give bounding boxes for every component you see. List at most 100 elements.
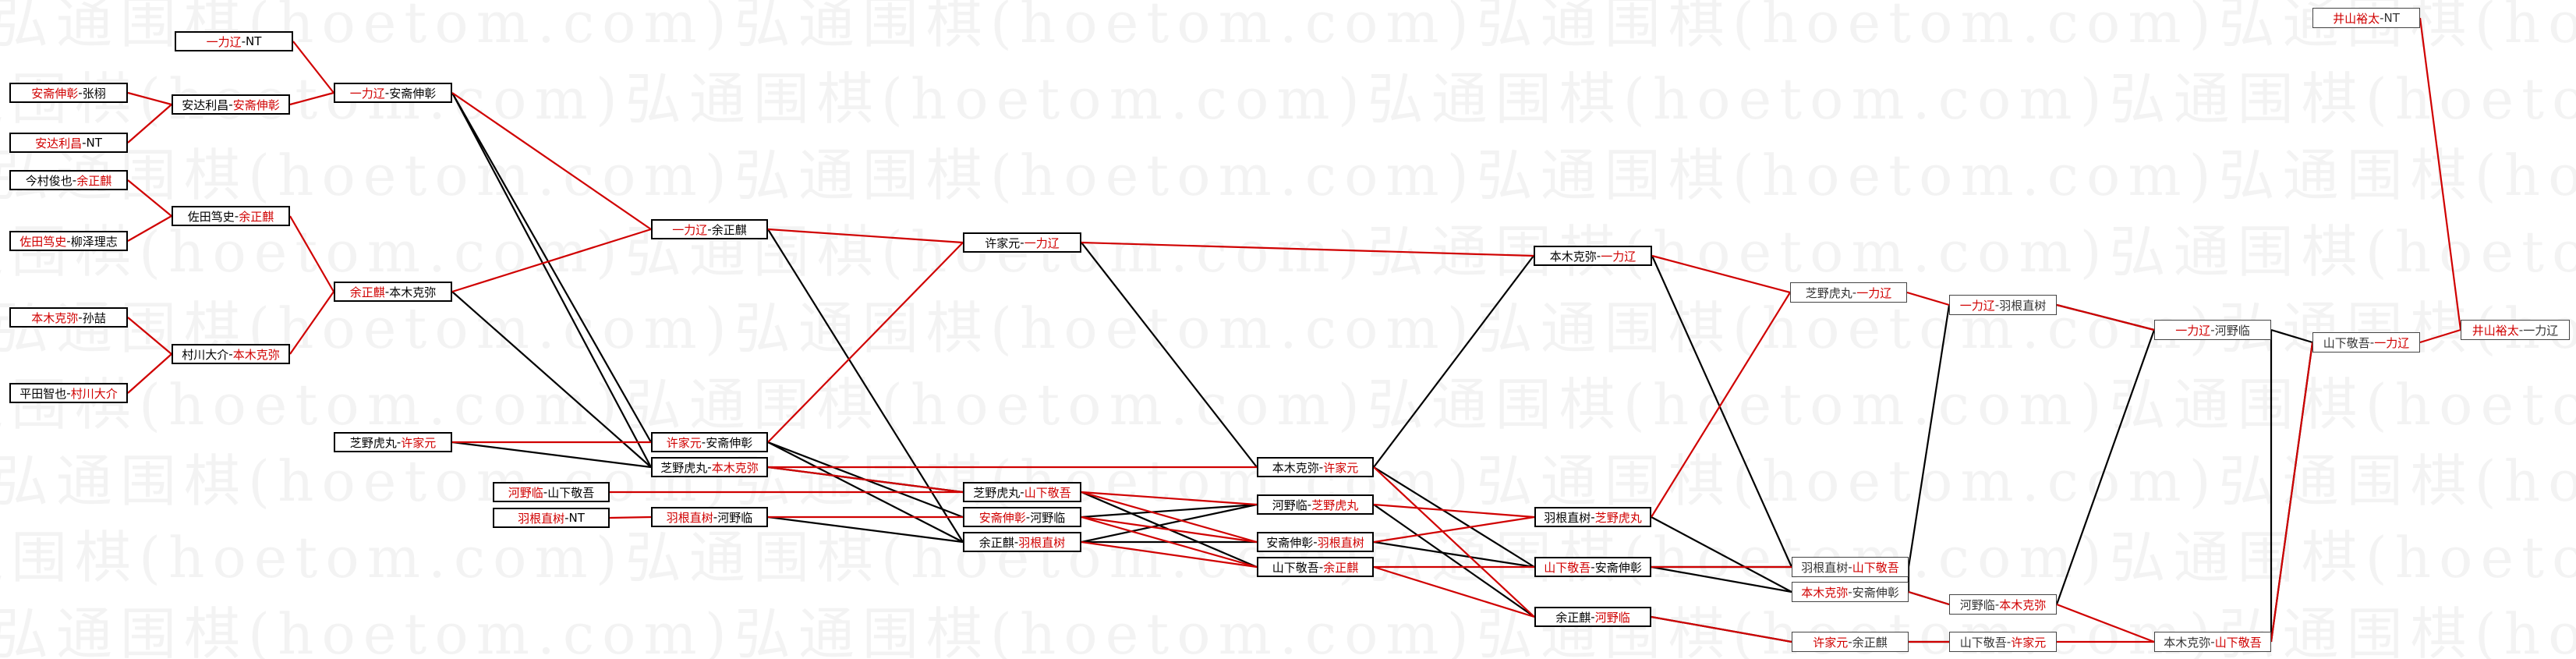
versus-separator: - [66, 386, 71, 400]
winner-path-line [451, 228, 652, 293]
player-b-name: 山下敬吾 [547, 485, 595, 500]
match-ichiriki-vs-yo-seiki: 一力辽-余正麒 [651, 219, 768, 239]
versus-separator: - [701, 435, 706, 449]
player-b-name: 山下敬吾 [2214, 635, 2262, 650]
watermark-row: 弘通围棋(hoetom.com)弘通围棋(hoetom.com)弘通围棋(hoe… [0, 129, 2576, 211]
player-b-name: 羽根直树 [1999, 298, 2047, 313]
winner-path-line [1908, 590, 1950, 606]
player-b-name: 一力辽 [1024, 236, 1060, 250]
player-a-name: 山下敬吾 [1272, 560, 1319, 575]
loser-path-line [1651, 565, 1792, 593]
player-a-name: 本木克弥 [1801, 585, 1849, 600]
winner-path-line [289, 291, 334, 355]
player-b-name: 安斋伸彰 [232, 97, 280, 112]
loser-path-line [1081, 503, 1258, 544]
player-b-name: 许家元 [2011, 635, 2047, 650]
player-a-name: 山下敬吾 [2323, 335, 2370, 350]
loser-path-line [451, 291, 652, 468]
versus-separator: - [1994, 597, 2000, 611]
player-a-name: 余正麒 [978, 535, 1014, 550]
loser-path-line [767, 229, 964, 543]
final-iyama-vs-ichiriki: 井山裕太-一力辽 [2461, 320, 2570, 340]
match-kyo-kagen-vs-yo-seiki: 许家元-余正麒 [1792, 632, 1909, 652]
player-a-name: 井山裕太 [2472, 323, 2519, 338]
match-yo-seiki-vs-motoki: 余正麒-本木克弥 [334, 282, 452, 302]
player-a-name: 本木克弥 [1549, 249, 1597, 264]
player-b-name: 余正麒 [239, 209, 274, 224]
player-a-name: 许家元 [1813, 635, 1849, 650]
versus-separator: - [1591, 560, 1595, 574]
player-a-name: 佐田笃史 [187, 209, 235, 224]
player-a-name: 平田智也 [19, 386, 67, 401]
versus-separator: - [2210, 323, 2215, 337]
player-b-name: 张栩 [82, 86, 106, 101]
player-b-name: 山下敬吾 [1852, 560, 1899, 575]
player-b-name: 本木克弥 [389, 285, 437, 299]
winner-path-line [1373, 503, 1535, 519]
match-yamashita-vs-ichiriki: 山下敬吾-一力辽 [2312, 332, 2420, 353]
player-a-name: 一力辽 [1959, 298, 1995, 313]
versus-separator: - [1025, 510, 1031, 524]
match-ichiriki-vs-anzai-r1: 一力辽-安斋伸彰 [334, 83, 452, 103]
player-b-name: 本木克弥 [232, 347, 280, 362]
match-anzai-vs-zhang-xu: 安斋伸彰-张栩 [9, 83, 128, 103]
player-a-name: 一力辽 [672, 222, 708, 237]
loser-path-line [1907, 304, 1951, 568]
player-a-name: 芝野虎丸 [660, 460, 708, 475]
player-b-name: 河野临 [717, 510, 753, 525]
versus-separator: - [1848, 635, 1852, 649]
versus-separator: - [564, 511, 569, 525]
player-a-name: 安达利昌 [182, 97, 229, 112]
player-b-name: 安斋伸彰 [706, 435, 753, 450]
match-kyo-kagen-vs-anzai: 许家元-安斋伸彰 [651, 432, 768, 452]
player-a-name: 山下敬吾 [1959, 635, 2007, 650]
winner-path-line [127, 104, 172, 143]
winner-path-line [767, 242, 964, 443]
match-kono-vs-motoki: 河野临-本木克弥 [1949, 594, 2057, 615]
match-sada-vs-yo-seiki: 佐田笃史-余正麒 [172, 206, 290, 226]
versus-separator: - [2210, 635, 2215, 649]
versus-separator: - [1307, 498, 1312, 512]
loser-path-line [451, 441, 652, 469]
match-iyama-bye: 井山裕太-NT [2312, 8, 2420, 28]
versus-separator: - [543, 485, 548, 499]
player-b-name: 安斋伸彰 [1594, 560, 1642, 575]
versus-separator: - [396, 435, 402, 449]
winner-path-line [451, 92, 652, 230]
match-hane-vs-yamashita: 羽根直树-山下敬吾 [1792, 557, 1909, 577]
player-b-name: 芝野虎丸 [1311, 498, 1359, 512]
loser-path-line [451, 92, 652, 443]
player-a-name: 芝野虎丸 [1805, 285, 1852, 300]
player-a-name: 河野临 [1959, 597, 1995, 612]
winner-path-line [127, 91, 172, 106]
versus-separator: - [1020, 236, 1024, 250]
versus-separator: - [228, 347, 233, 361]
loser-path-line [1651, 255, 1793, 568]
player-a-name: 许家元 [985, 236, 1021, 250]
match-motoki-vs-anzai: 本木克弥-安斋伸彰 [1792, 582, 1909, 602]
versus-separator: - [78, 310, 83, 324]
player-b-name: 许家元 [1323, 460, 1359, 475]
match-hane-vs-kono: 羽根直树-河野临 [651, 507, 768, 527]
match-shibano-vs-yamashita: 芝野虎丸-山下敬吾 [963, 482, 1081, 502]
player-b-name: NT [246, 34, 262, 48]
versus-separator: - [384, 86, 390, 100]
player-b-name: 本木克弥 [1999, 597, 2047, 612]
player-b-name: NT [2383, 11, 2400, 25]
winner-path-line [2270, 342, 2314, 643]
player-a-name: 羽根直树 [1801, 560, 1849, 575]
match-anzai-vs-hane: 安斋伸彰-羽根直树 [1257, 532, 1374, 552]
player-b-name: 许家元 [401, 435, 437, 450]
player-b-name: 柳泽理志 [70, 234, 118, 249]
winner-path-line [1651, 292, 1791, 518]
match-motoki-vs-ichiriki: 本木克弥-一力辽 [1534, 246, 1652, 266]
versus-separator: - [1020, 485, 1024, 499]
watermark-row: 弘通围棋(hoetom.com)弘通围棋(hoetom.com)弘通围棋(hoe… [0, 0, 2576, 58]
winner-path-line [2056, 303, 2155, 331]
winner-path-line [1373, 565, 1535, 618]
winner-path-line [1081, 491, 1258, 506]
player-b-name: 羽根直树 [1018, 535, 1066, 550]
winner-path-line [1651, 615, 1792, 643]
match-adachi-bye: 安达利昌-NT [9, 133, 128, 153]
loser-path-line [451, 92, 652, 468]
